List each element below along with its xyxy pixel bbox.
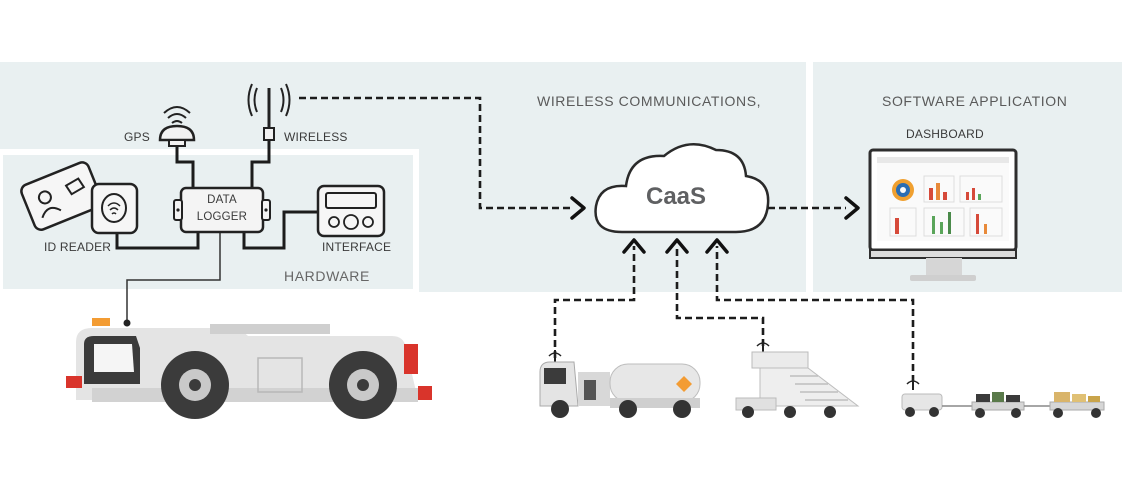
data-logger-label-line2: LOGGER xyxy=(196,211,248,223)
logger-to-vehicle-line xyxy=(126,233,221,322)
cloud-icon xyxy=(594,143,770,234)
interface-label: INTERFACE xyxy=(322,240,392,254)
hardware-wiring xyxy=(115,138,320,250)
arrow-to-dashboard xyxy=(844,196,860,220)
wireless-label: WIRELESS xyxy=(284,130,348,144)
aircraft-tug-vehicle xyxy=(66,318,432,419)
id-reader-icon xyxy=(90,182,139,235)
arrow-up-3 xyxy=(705,238,729,254)
arrow-up-1 xyxy=(622,238,646,254)
arrow-up-2 xyxy=(665,238,689,254)
data-logger-box xyxy=(173,186,271,234)
interface-device-icon xyxy=(316,184,386,238)
hardware-section-title: HARDWARE xyxy=(284,268,370,284)
caas-label: CaaS xyxy=(646,183,707,210)
dashboard-monitor-icon xyxy=(868,148,1018,281)
baggage-train-vehicle xyxy=(901,378,1105,418)
id-reader-label: ID READER xyxy=(44,240,112,254)
id-card-icon xyxy=(20,161,104,231)
dashed-links xyxy=(299,96,915,382)
arrowheads xyxy=(570,196,860,254)
software-application-section-title: SOFTWARE APPLICATION xyxy=(882,93,1068,109)
dashboard-label: DASHBOARD xyxy=(906,127,984,141)
gps-label: GPS xyxy=(124,130,150,144)
arrow-to-cloud xyxy=(570,196,586,220)
passenger-stairs-vehicle xyxy=(735,342,860,418)
fuel-truck-vehicle xyxy=(539,350,701,418)
gps-icon xyxy=(158,106,196,147)
wireless-communications-section-title: WIRELESS COMMUNICATIONS, xyxy=(537,93,762,109)
vehicle-mount-dot xyxy=(123,319,131,327)
wireless-antenna-icon xyxy=(247,83,291,141)
data-logger-label-line1: DATA xyxy=(207,194,237,206)
